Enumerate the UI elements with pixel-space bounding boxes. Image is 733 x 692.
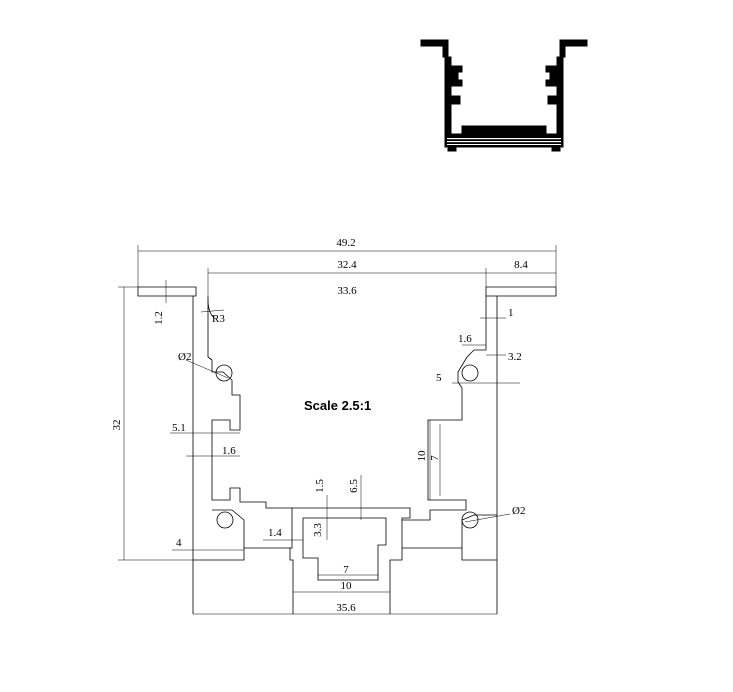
dim-flange-width: 8.4 <box>514 259 528 271</box>
dim-right-step-a: 1.6 <box>458 333 472 345</box>
dim-slot-inner: 7 <box>429 455 441 461</box>
dimension-lines <box>118 245 557 615</box>
right-lower-hole <box>461 511 479 529</box>
dim-channel-outer: 10 <box>341 580 353 592</box>
dim-center-depth: 6.5 <box>348 479 360 493</box>
dim-height: 32 <box>111 420 123 431</box>
left-lower-hole <box>216 511 234 529</box>
dim-slot-height: 10 <box>416 450 428 462</box>
dim-flange-thickness: 1.2 <box>153 311 165 325</box>
mounting-holes <box>207 299 479 529</box>
profile-thumbnail <box>420 39 588 152</box>
scale-label: Scale 2.5:1 <box>304 398 371 413</box>
dim-hole-right: Ø2 <box>512 505 525 517</box>
dim-base-offset: 4 <box>176 537 182 549</box>
dim-channel-depth: 3.3 <box>312 523 324 537</box>
right-hole-circle <box>461 364 479 382</box>
radius-arc <box>207 299 215 319</box>
dim-base-width: 35.6 <box>336 602 356 614</box>
dim-channel-wall: 1.4 <box>268 527 282 539</box>
dim-right-hook: 5 <box>436 372 442 384</box>
dim-channel-inner: 7 <box>343 564 349 576</box>
dim-overall-width: 49.2 <box>336 237 355 249</box>
dim-radius: R3 <box>212 313 225 325</box>
dim-left-step: 1.6 <box>222 445 236 457</box>
dim-left-offset: 5.1 <box>172 422 186 434</box>
dim-inner-width: 33.6 <box>337 285 357 297</box>
dim-hole-left: Ø2 <box>178 351 191 363</box>
dim-right-step-b: 3.2 <box>508 351 522 363</box>
dim-inner-top-width: 32.4 <box>337 259 357 271</box>
dim-right-lip: 1 <box>508 307 514 319</box>
dim-center-gap: 1.5 <box>314 479 326 493</box>
